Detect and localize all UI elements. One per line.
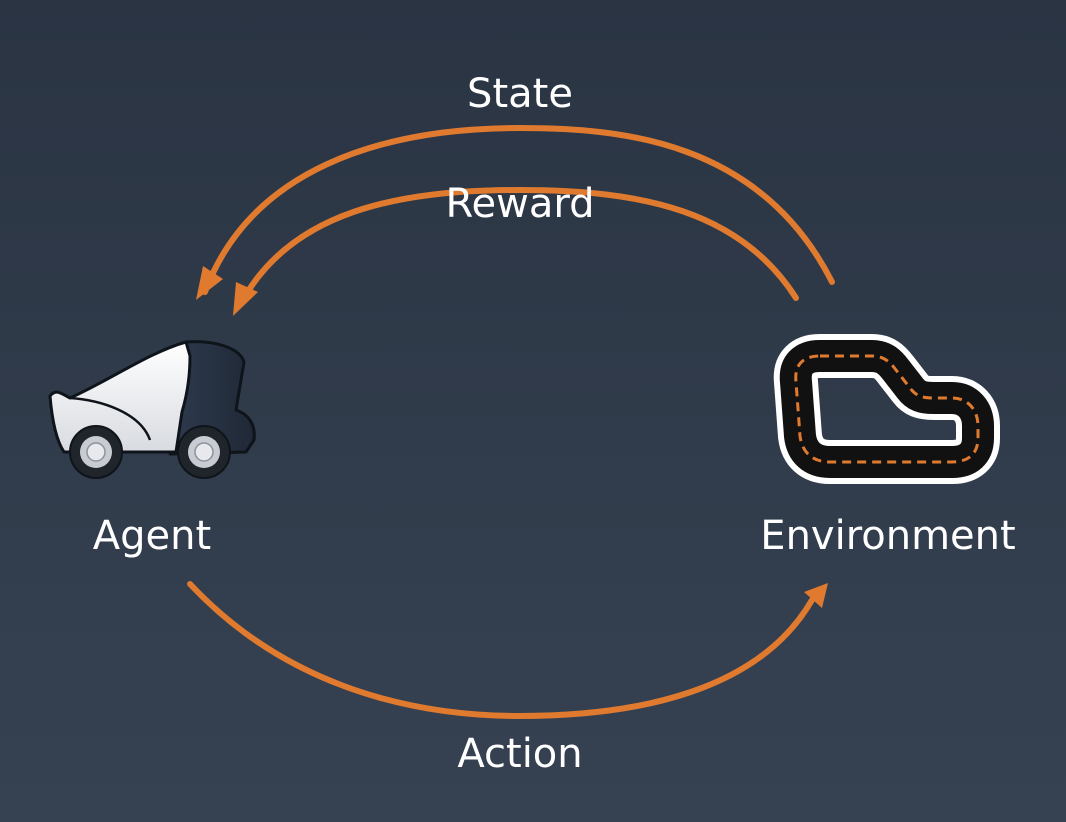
state-arrowhead — [196, 266, 223, 300]
action-arrow — [187, 581, 828, 720]
action-arrowhead — [804, 583, 828, 608]
reward-label: Reward — [445, 181, 595, 227]
state-arrow — [196, 124, 835, 300]
agent-label: Agent — [92, 513, 212, 559]
environment-label: Environment — [760, 513, 1016, 559]
reward-arrow — [233, 186, 799, 316]
action-label: Action — [457, 731, 583, 777]
car-icon — [48, 340, 256, 479]
race-track-icon — [773, 334, 1000, 484]
reward-arrowhead — [233, 282, 258, 316]
state-label: State — [467, 71, 573, 117]
